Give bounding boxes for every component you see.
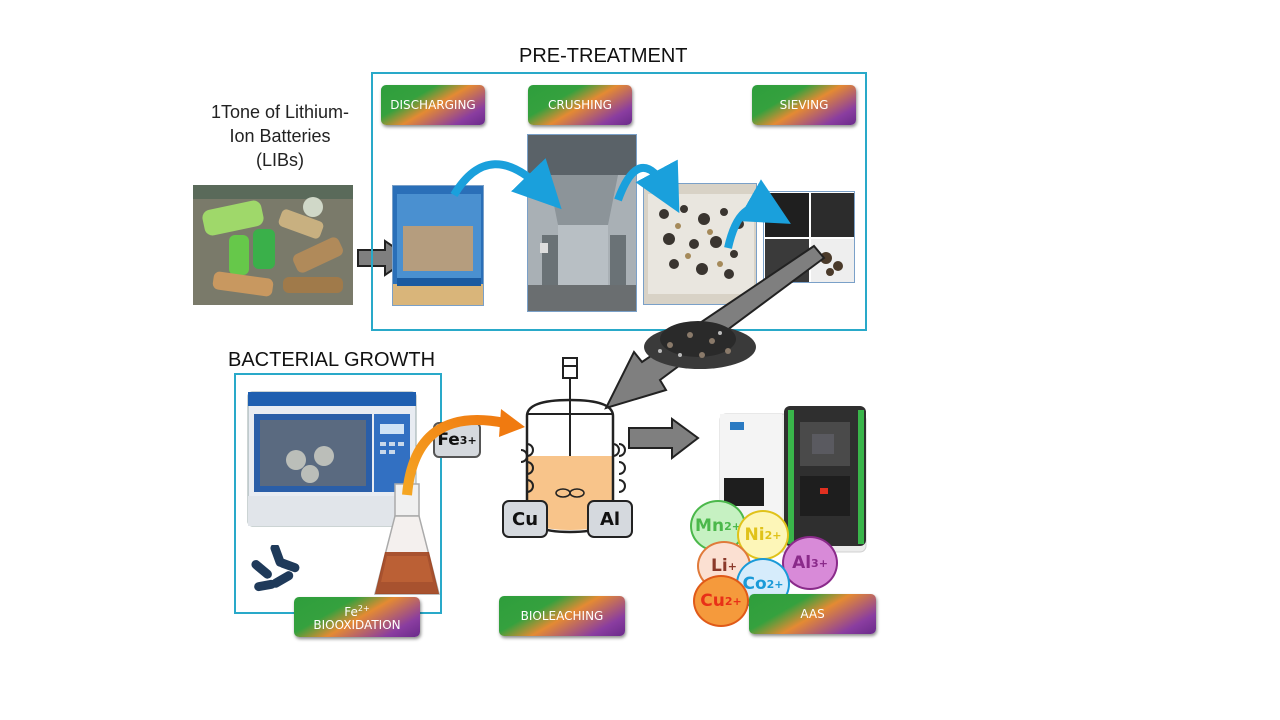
bacterial-growth-title: BACTERIAL GROWTH [228,349,436,371]
discharging-bath-image [392,185,484,306]
arrow-to-aas [628,417,700,461]
incubator-shaker [247,391,417,527]
crusher-machine-image [527,134,637,312]
black-mass-pile [644,321,756,369]
step-biooxidation: Fe2+ BIOOXIDATION [294,597,420,637]
bacteria-icon [251,545,300,592]
step-aas: AAS [749,594,876,634]
intro-line-2: Ion Batteries [229,126,331,146]
aluminium-label: Al [587,500,633,538]
battery-pile-image [193,185,353,305]
crushed-material-image [643,183,757,305]
fe2-symbol: Fe [344,605,358,619]
step-bioleaching: BIOLEACHING [499,596,625,636]
fe3-charge: 3+ [459,433,477,447]
intro-label: 1Tone of Lithium- Ion Batteries (LIBs) [190,100,370,172]
step-discharging: DISCHARGING [381,85,485,125]
pretreatment-title: PRE-TREATMENT [519,45,688,67]
intro-line-1: 1Tone of Lithium- [210,102,350,122]
biooxidation-label: BIOOXIDATION [313,618,401,632]
step-crushing: CRUSHING [528,85,632,125]
intro-line-3: (LIBs) [255,150,304,170]
blue-flow-arrows [450,158,791,249]
copper-label: Cu [502,500,548,538]
pretreatment-box [371,72,867,331]
fe2-charge: 2+ [357,604,370,613]
orange-arrow-to-reactor [402,409,525,496]
step-sieving: SIEVING [752,85,856,125]
fe3-symbol: Fe [437,430,460,450]
